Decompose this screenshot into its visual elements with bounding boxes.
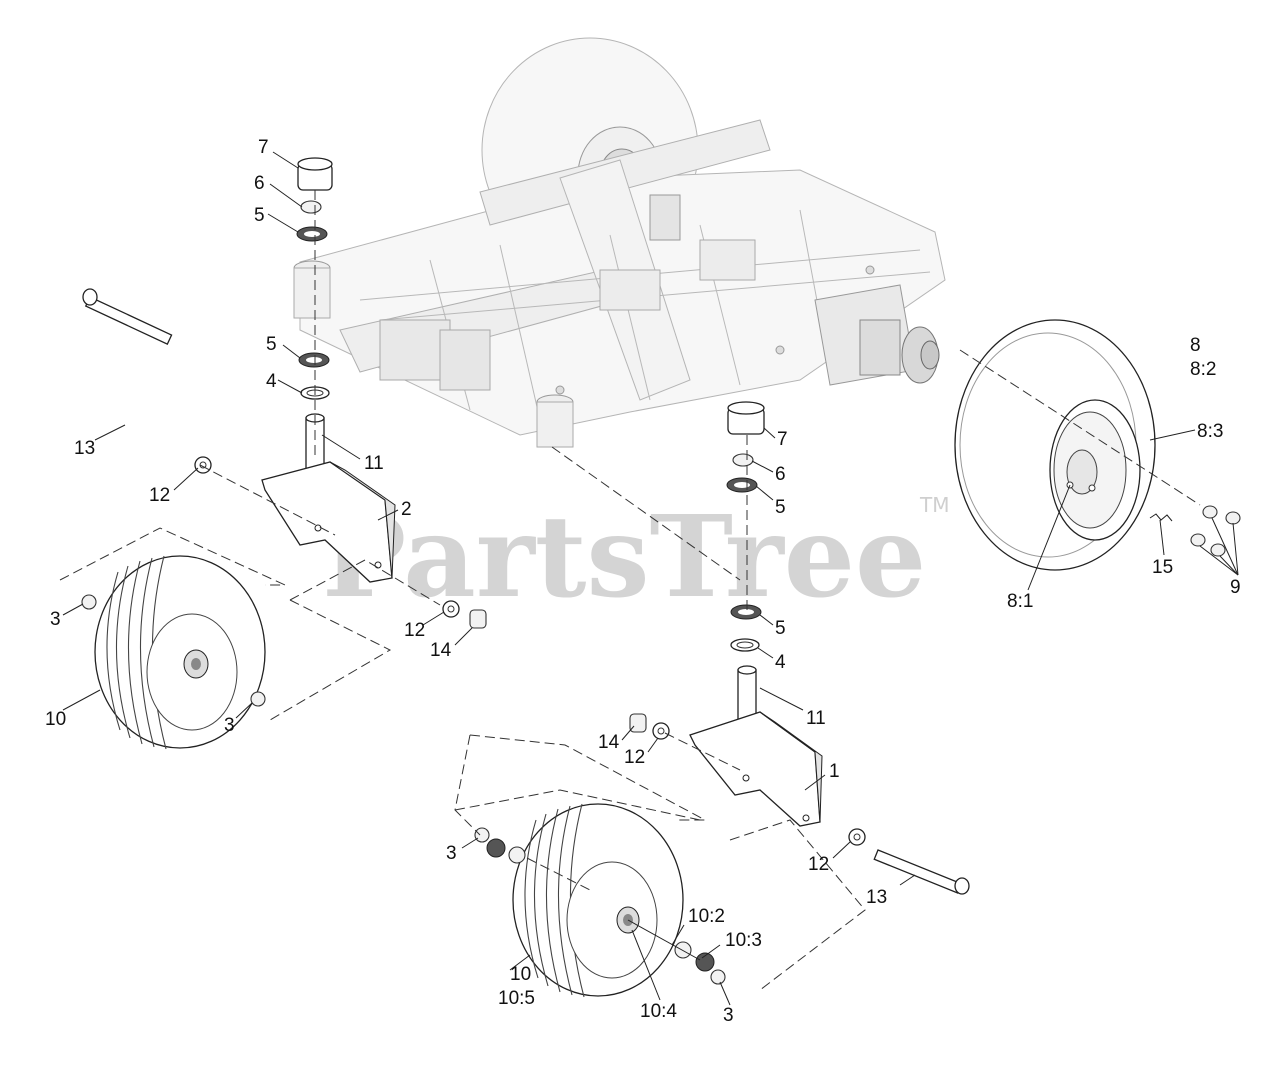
callout-10-3: 10:3 [725,930,762,951]
mower-frame [293,37,946,448]
callout-6: 6 [254,173,265,194]
callout-5: 5 [254,205,265,226]
callout-5-lower: 5 [266,334,277,355]
valve-stem-icon [1149,513,1173,522]
callout-3: 3 [50,609,61,630]
callout-11: 11 [806,708,826,729]
callout-9: 9 [1230,577,1241,598]
callout-10-5: 10:5 [498,988,535,1009]
callout-7: 7 [258,137,269,158]
callouts-rear-wheel: 8 8:2 8:3 8:1 15 9 [1007,335,1241,612]
callout-7: 7 [777,429,788,450]
callout-12: 12 [624,747,645,768]
callout-10-4: 10:4 [640,1001,677,1022]
callout-8-2: 8:2 [1190,359,1216,380]
watermark-trademark: TM [919,493,949,517]
callout-13: 13 [74,438,95,459]
callout-8-1: 8:1 [1007,591,1033,612]
callout-10: 10 [510,964,531,985]
callout-12-right: 12 [404,620,425,641]
leader-lines [62,151,1239,1006]
callout-6: 6 [775,464,786,485]
rear-axle-dashline [959,349,1201,506]
partstree-watermark: PartsTree TM [322,492,949,623]
callout-12: 12 [808,854,829,875]
callout-12: 12 [149,485,170,506]
watermark-text: PartsTree [322,492,926,623]
callout-2: 2 [401,499,412,520]
callout-1: 1 [829,761,840,782]
callout-10: 10 [45,709,66,730]
callouts-left-caster-wheel: 3 10 3 12 14 [45,609,452,736]
callout-3: 3 [446,843,457,864]
rear-right-wheel [954,319,1156,571]
callout-14: 14 [430,640,452,661]
callout-3-lower: 3 [224,715,235,736]
callout-5: 5 [775,497,786,518]
callout-3-lower: 3 [723,1005,734,1026]
callout-8: 8 [1190,335,1201,356]
callout-10-2: 10:2 [688,906,725,927]
callout-11: 11 [364,453,384,474]
callouts-right-caster-wheel: 3 12 13 10 10:5 10:2 10:3 10:4 3 [446,843,887,1026]
callout-4: 4 [266,371,277,392]
lug-nuts [1190,505,1241,557]
callout-8-3: 8:3 [1197,421,1223,442]
callout-13: 13 [866,887,887,908]
wheel-motor [814,284,940,386]
right-caster-assembly [454,401,970,998]
left-caster-assembly [59,157,487,750]
callout-15: 15 [1152,557,1173,578]
callout-14: 14 [598,732,620,753]
callout-5-lower: 5 [775,618,786,639]
callout-4: 4 [775,652,786,673]
callouts-left-caster-upper: 7 6 5 5 4 11 13 12 2 [74,137,412,520]
callouts-right-caster-upper: 7 6 5 5 4 11 14 12 1 [598,429,840,782]
